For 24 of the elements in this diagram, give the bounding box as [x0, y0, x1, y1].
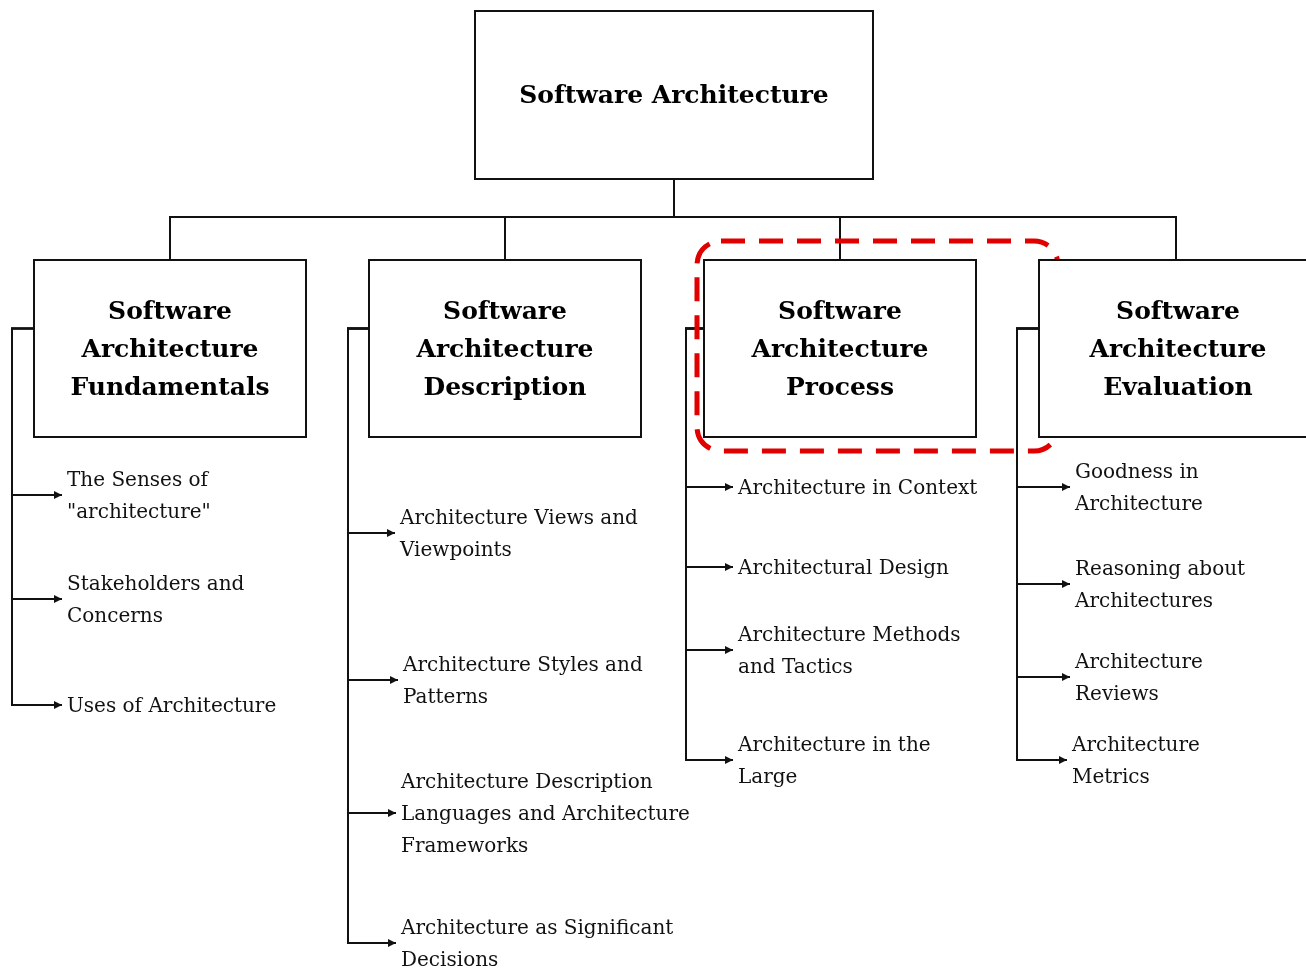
subtopic-text: Uses of Architecture	[67, 672, 277, 738]
subtopic-text: Architecture Styles and Patterns	[403, 647, 703, 713]
topic-box: Software Architecture Fundamentals	[33, 259, 307, 438]
topic-box: Software Architecture Description	[368, 259, 642, 438]
subtopic-text: Architecture in the Large	[738, 727, 978, 793]
subtopic-text: Architectural Design	[738, 534, 978, 600]
topic-box: Software Architecture	[474, 10, 874, 180]
arrow	[1016, 327, 1068, 764]
subtopic-text: Reasoning about Architectures	[1075, 535, 1275, 633]
subtopic-text: Goodness in Architecture	[1075, 454, 1275, 520]
subtopic-text: Architecture Reviews	[1075, 644, 1275, 710]
arrow	[685, 327, 734, 764]
topic-box: Software Architecture Process	[703, 259, 977, 438]
arrow	[347, 327, 397, 947]
subtopic-text: Stakeholders and Concerns	[67, 566, 277, 632]
subtopic-text: Architecture in Context	[738, 454, 978, 520]
subtopic-text: Architecture Description Languages and Architecture Frameworks	[401, 764, 701, 862]
topic-box: Software Architecture Evaluation	[1038, 259, 1306, 438]
subtopic-text: Architecture as Significant Decisions	[401, 910, 701, 973]
subtopic-text: Architecture Metrics	[1072, 727, 1272, 793]
subtopic-text: Architecture Methods and Tactics	[738, 617, 998, 683]
subtopic-text: Architecture Views and Viewpoints	[400, 500, 700, 566]
arrow	[11, 327, 63, 709]
subtopic-text: The Senses of "architecture"	[67, 462, 277, 528]
